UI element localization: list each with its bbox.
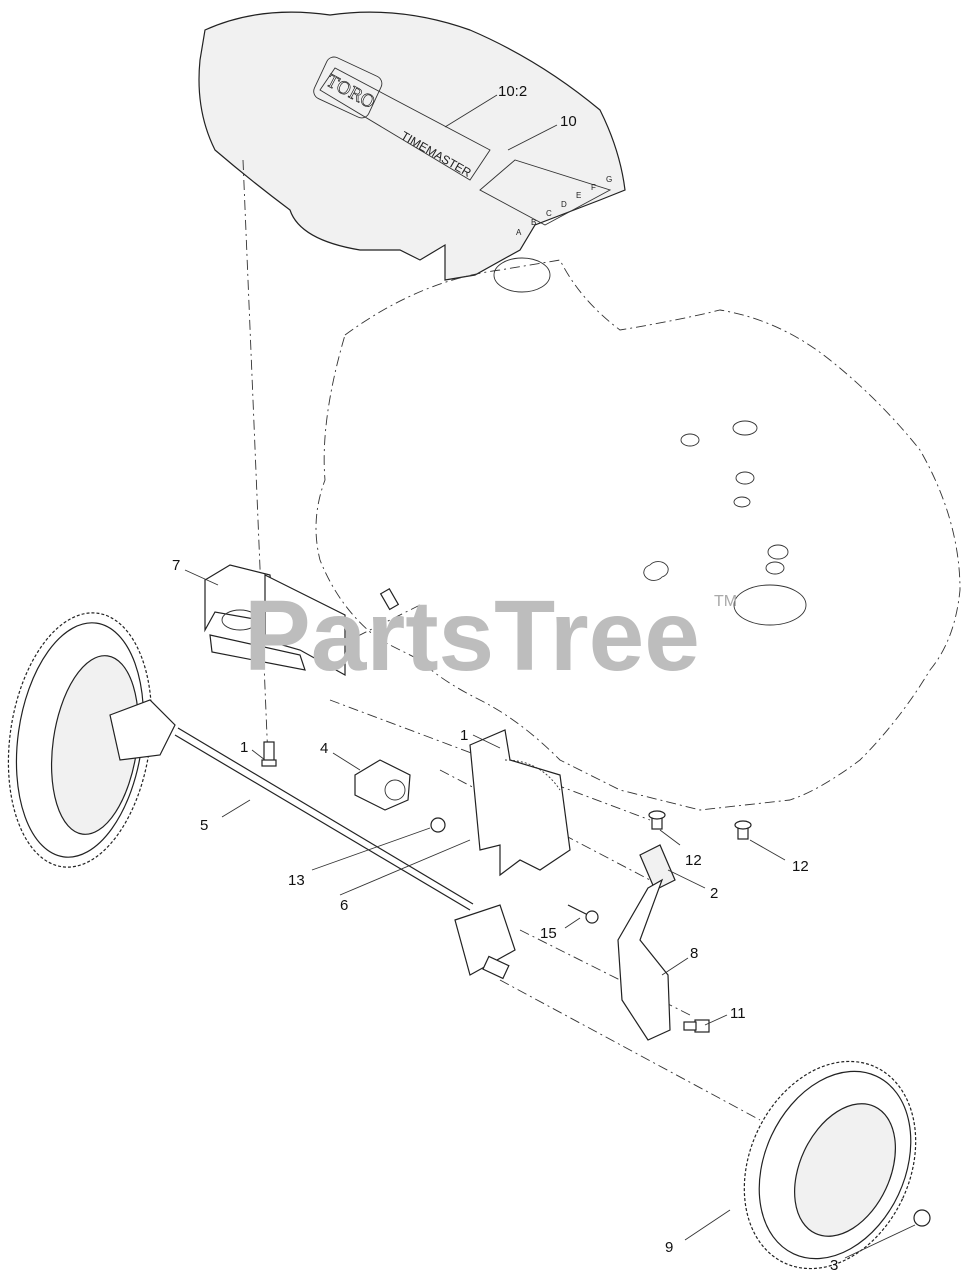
bolt-part[interactable] — [261, 741, 277, 767]
hex-bolt-part[interactable] — [683, 1019, 710, 1033]
callout-11: 11 — [730, 1005, 746, 1022]
callout-7: 7 — [172, 557, 180, 574]
pivot-bolt-part[interactable] — [648, 810, 666, 830]
wheel-nut-part[interactable] — [913, 1209, 931, 1227]
callout-1: 1 — [240, 739, 248, 756]
svg-text:E: E — [576, 191, 581, 200]
pivot-bracket-part[interactable] — [354, 759, 411, 811]
callout-8: 8 — [690, 945, 698, 962]
callout-9: 9 — [665, 1239, 673, 1256]
callout-10-2: 10:2 — [498, 83, 527, 100]
svg-text:D: D — [561, 200, 567, 209]
callout-4: 4 — [320, 740, 328, 757]
callout-15: 15 — [540, 925, 557, 942]
callout-2: 2 — [710, 885, 718, 902]
axle-part[interactable] — [109, 699, 474, 911]
callout-5: 5 — [200, 817, 208, 834]
lever-grip-part[interactable] — [639, 844, 676, 891]
watermark: PartsTree — [244, 580, 700, 692]
handle-cover-part[interactable] — [198, 11, 626, 281]
spacer-part[interactable] — [379, 588, 400, 611]
right-wheel-part[interactable] — [712, 1033, 948, 1280]
mower-deck-outline — [315, 257, 961, 811]
screw-part[interactable] — [567, 904, 599, 924]
svg-text:C: C — [546, 209, 552, 218]
callout-13: 13 — [288, 872, 305, 889]
callout-10: 10 — [560, 113, 577, 130]
svg-text:B: B — [531, 218, 536, 227]
callout-3: 3 — [830, 1257, 838, 1274]
ratchet-plate-part[interactable] — [469, 729, 571, 877]
height-adjust-bracket-part[interactable] — [204, 564, 346, 677]
pivot-bolt-part[interactable] — [734, 820, 752, 840]
callout-12: 12 — [685, 852, 702, 869]
watermark-tm: TM — [714, 593, 737, 610]
svg-text:A: A — [516, 228, 522, 237]
leader-lines — [184, 94, 916, 1259]
callout-1: 1 — [460, 727, 468, 744]
callout-12: 12 — [792, 858, 809, 875]
axle-plate-part[interactable] — [454, 904, 516, 980]
svg-text:F: F — [591, 183, 596, 192]
left-wheel-part[interactable] — [0, 604, 167, 877]
nut-part[interactable] — [430, 817, 446, 833]
callout-6: 6 — [340, 897, 348, 914]
svg-text:G: G — [606, 175, 612, 184]
height-scale-letters: A B C D E F G — [516, 175, 612, 237]
height-lever-part[interactable] — [617, 878, 671, 1041]
